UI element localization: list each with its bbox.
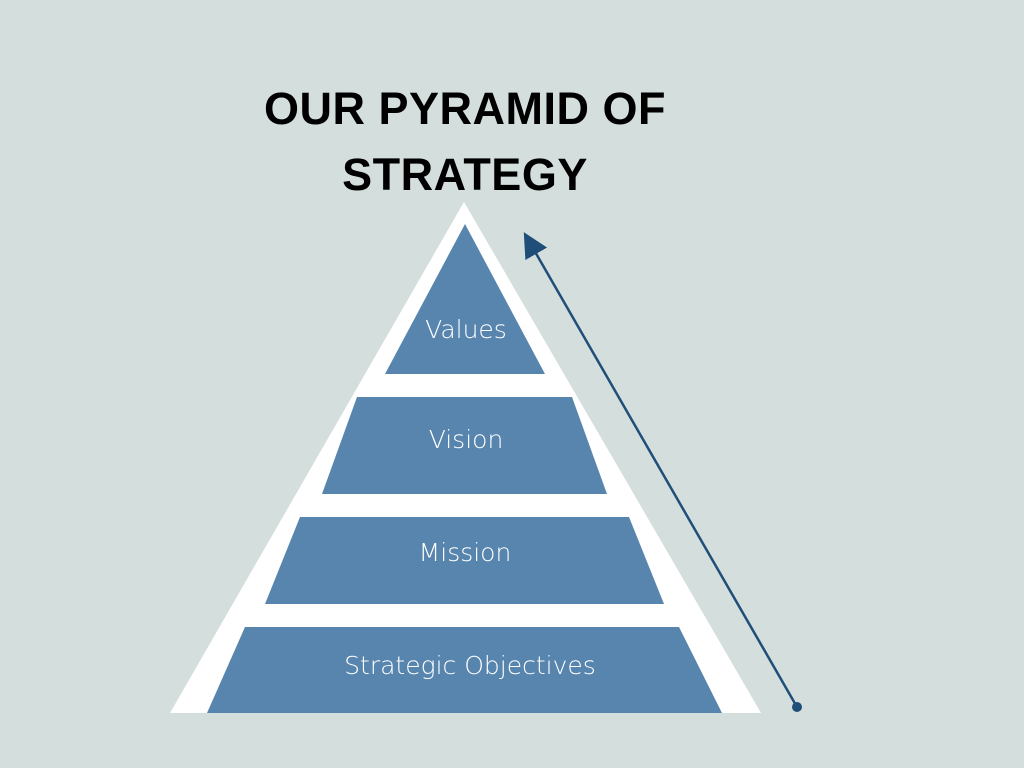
- label-strategic-objectives: Strategic Objectives: [344, 651, 596, 680]
- tier-strategic-objectives: [207, 627, 722, 713]
- arrow-start-dot-icon: [792, 702, 802, 712]
- label-mission: Mission: [419, 538, 512, 567]
- tier-vision: [322, 397, 607, 494]
- tier-values: [385, 224, 545, 374]
- title-line-2: STRATEGY: [342, 149, 588, 200]
- tier-mission: [265, 517, 664, 604]
- title-line-1: OUR PYRAMID OF: [263, 83, 666, 134]
- upward-arrow: [523, 232, 799, 708]
- label-values: Values: [425, 315, 507, 344]
- label-vision: Vision: [429, 425, 504, 454]
